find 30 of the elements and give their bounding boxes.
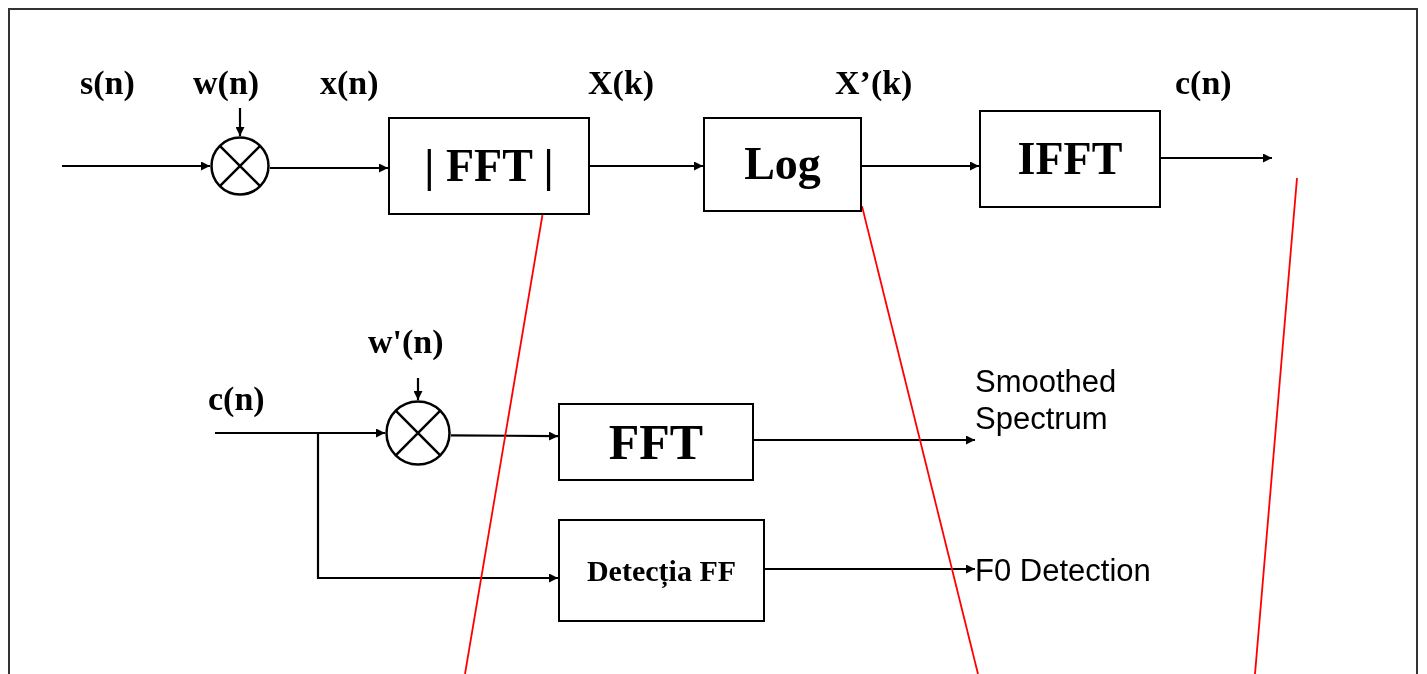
process-box: Detecția FF: [558, 519, 765, 622]
arrow: [590, 161, 703, 171]
signal-label: s(n): [80, 66, 135, 100]
signal-label: w(n): [193, 66, 260, 100]
arrow: [754, 435, 975, 445]
arrow: [62, 161, 210, 171]
process-box: Log: [703, 117, 862, 212]
arrow: [413, 378, 423, 400]
arrow: [765, 564, 975, 574]
signal-label: c(n): [1175, 66, 1232, 100]
process-box: IFFT: [979, 110, 1161, 208]
process-box: FFT: [558, 403, 754, 481]
arrow: [269, 163, 388, 173]
signal-label: X(k): [588, 66, 655, 100]
signal-label: w'(n): [368, 325, 444, 359]
arrow: [450, 431, 558, 441]
arrow: [235, 108, 245, 136]
multiplier-symbol: [210, 136, 270, 196]
arrow: [862, 161, 979, 171]
multiplier-symbol: [385, 400, 451, 466]
arrow: [316, 433, 558, 583]
signal-label: c(n): [208, 382, 265, 416]
guide-line: [464, 214, 544, 674]
output-label: F0 Detection: [975, 548, 1225, 593]
signal-label: X’(k): [835, 66, 913, 100]
output-label: Smoothed Spectrum: [975, 355, 1185, 445]
arrow: [1161, 153, 1272, 163]
process-box: | FFT |: [388, 117, 590, 215]
signal-label: x(n): [320, 66, 379, 100]
arrow: [215, 428, 385, 438]
